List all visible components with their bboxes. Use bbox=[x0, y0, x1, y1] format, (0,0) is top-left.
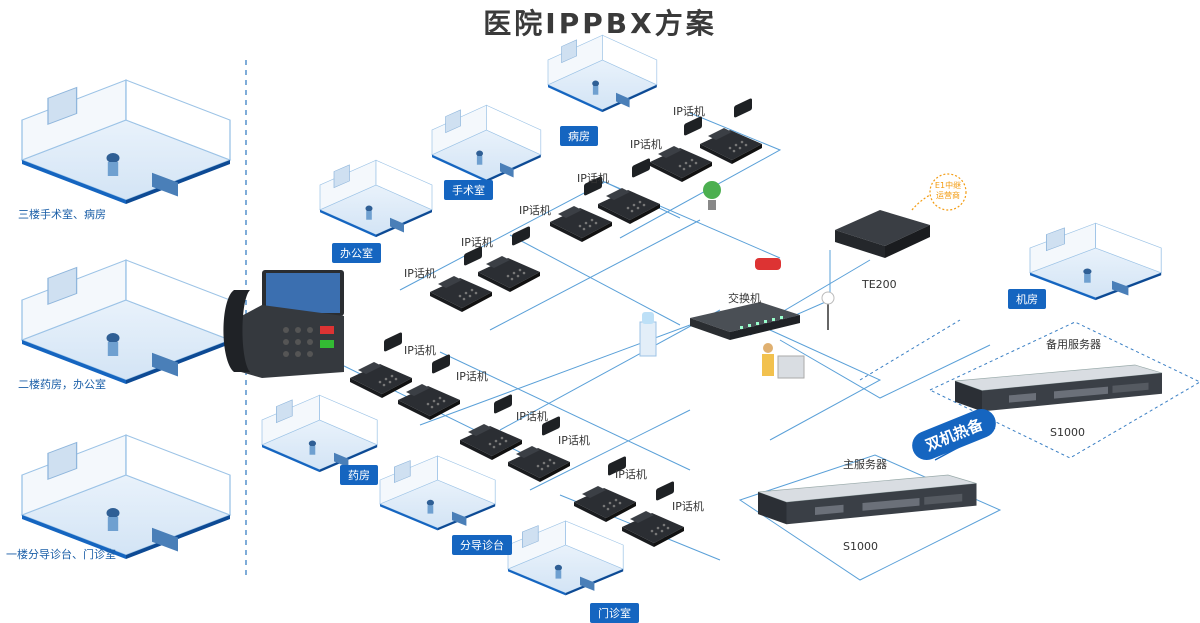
ip-phone-label-7: IP话机 bbox=[404, 344, 436, 357]
room-tag-machine: 机房 bbox=[1008, 289, 1046, 309]
plant-icon bbox=[703, 181, 721, 210]
primary-server bbox=[757, 474, 977, 525]
water-dispenser-icon bbox=[639, 312, 657, 357]
switch-label: 交换机 bbox=[728, 292, 761, 305]
ip-phone-label-3: IP话机 bbox=[577, 172, 609, 185]
ip-phone-label-12: IP话机 bbox=[672, 500, 704, 513]
ip-phone-label-5: IP话机 bbox=[461, 236, 493, 249]
clinic-room bbox=[507, 520, 624, 596]
ip-phone-label-8: IP话机 bbox=[456, 370, 488, 383]
backup-link bbox=[859, 319, 961, 381]
ward-room bbox=[547, 34, 658, 113]
ip-phone-label-1: IP话机 bbox=[673, 105, 705, 118]
backup-server bbox=[954, 364, 1163, 412]
ip-phone-label-6: IP话机 bbox=[404, 267, 436, 280]
e1-note: E1中继 运营商 bbox=[934, 181, 962, 200]
te200-label: TE200 bbox=[862, 278, 897, 291]
lamp-icon bbox=[821, 291, 835, 330]
backup-server-model: S1000 bbox=[1050, 426, 1085, 439]
pharmacy-room bbox=[261, 394, 378, 473]
ip-phone-label-11: IP话机 bbox=[615, 468, 647, 481]
office-room bbox=[319, 159, 433, 238]
room-tag-surgery: 手术室 bbox=[444, 180, 493, 200]
network-switch bbox=[690, 302, 800, 340]
room-tag-triage: 分导诊台 bbox=[452, 535, 512, 555]
floor1-building bbox=[21, 434, 231, 560]
room-tag-clinic: 门诊室 bbox=[590, 603, 639, 623]
ip-phone-label-9: IP话机 bbox=[516, 410, 548, 423]
room-tag-ward: 病房 bbox=[560, 126, 598, 146]
room-tag-pharmacy: 药房 bbox=[340, 465, 378, 485]
te200-gateway bbox=[835, 210, 930, 258]
primary-server-model: S1000 bbox=[843, 540, 878, 553]
floor3-building bbox=[21, 79, 231, 205]
page-title: 医院IPPBX方案 bbox=[483, 7, 717, 40]
person-icon bbox=[762, 343, 805, 379]
ip-phone-label-10: IP话机 bbox=[558, 434, 590, 447]
car-icon bbox=[755, 258, 781, 270]
floor3-label: 三楼手术室、病房 bbox=[18, 208, 106, 221]
room-tag-office: 办公室 bbox=[332, 243, 381, 263]
floor2-label: 二楼药房，办公室 bbox=[18, 378, 106, 391]
primary-server-role: 主服务器 bbox=[843, 458, 887, 471]
ip-phone-label-4: IP话机 bbox=[519, 204, 551, 217]
e1-link bbox=[911, 191, 936, 211]
backup-server-role: 备用服务器 bbox=[1046, 338, 1101, 351]
ip-phone-label-2: IP话机 bbox=[630, 138, 662, 151]
machine-room bbox=[1029, 222, 1162, 301]
floor1-label: 一楼分导诊台、门诊室 bbox=[6, 548, 116, 561]
triage-room bbox=[379, 455, 496, 531]
video-phone bbox=[223, 270, 344, 378]
surgery-room bbox=[431, 104, 542, 183]
e1-bubble bbox=[929, 173, 967, 211]
floor2-building bbox=[21, 259, 231, 385]
